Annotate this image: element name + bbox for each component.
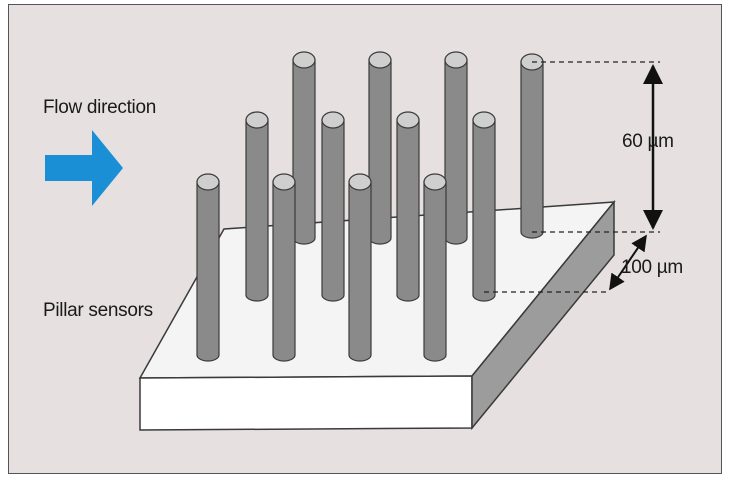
pillar-top bbox=[196, 173, 220, 191]
pillar-top bbox=[321, 111, 345, 129]
pillar-top bbox=[444, 51, 468, 69]
height-dimension-label: 60 µm bbox=[622, 131, 674, 152]
spacing-double-arrow-icon bbox=[609, 234, 647, 291]
pillar-sensor bbox=[396, 111, 420, 302]
diagram-frame bbox=[8, 4, 722, 474]
pillar-body bbox=[444, 59, 468, 245]
pillar-top bbox=[423, 173, 447, 191]
pillar-top bbox=[348, 173, 372, 191]
pillar-body bbox=[368, 59, 392, 245]
pillar-sensor bbox=[520, 53, 544, 239]
pillar-top bbox=[245, 111, 269, 129]
pillar-top bbox=[472, 111, 496, 129]
pillar-body bbox=[348, 181, 372, 362]
spacing-dimension-label: 100 µm bbox=[621, 257, 683, 278]
pillar-body bbox=[472, 119, 496, 302]
pillar-top bbox=[368, 51, 392, 69]
pillar-top bbox=[272, 173, 296, 191]
pillar-body bbox=[396, 119, 420, 302]
pillar-body bbox=[321, 119, 345, 302]
pillar-sensor bbox=[196, 173, 220, 362]
pillar-body bbox=[520, 61, 544, 239]
pillar-sensor bbox=[368, 51, 392, 245]
pillar-body bbox=[196, 181, 220, 362]
pillar-body bbox=[272, 181, 296, 362]
pillar-sensor bbox=[292, 51, 316, 245]
pillar-sensor bbox=[245, 111, 269, 302]
platform-front bbox=[139, 375, 473, 431]
pillar-body bbox=[292, 59, 316, 245]
pillar-top bbox=[292, 51, 316, 69]
pillar-top bbox=[396, 111, 420, 129]
pillar-array bbox=[196, 51, 544, 362]
pillar-body bbox=[423, 181, 447, 362]
pillar-sensors-label: Pillar sensors bbox=[43, 300, 153, 321]
pillar-sensor bbox=[348, 173, 372, 362]
pillar-body bbox=[245, 119, 269, 302]
pillar-sensor bbox=[272, 173, 296, 362]
flow-arrow-icon bbox=[45, 130, 123, 206]
pillar-sensor bbox=[423, 173, 447, 362]
pillar-sensor bbox=[444, 51, 468, 245]
flow-direction-label: Flow direction bbox=[43, 97, 157, 118]
pillar-sensor bbox=[472, 111, 496, 302]
pillar-sensor bbox=[321, 111, 345, 302]
